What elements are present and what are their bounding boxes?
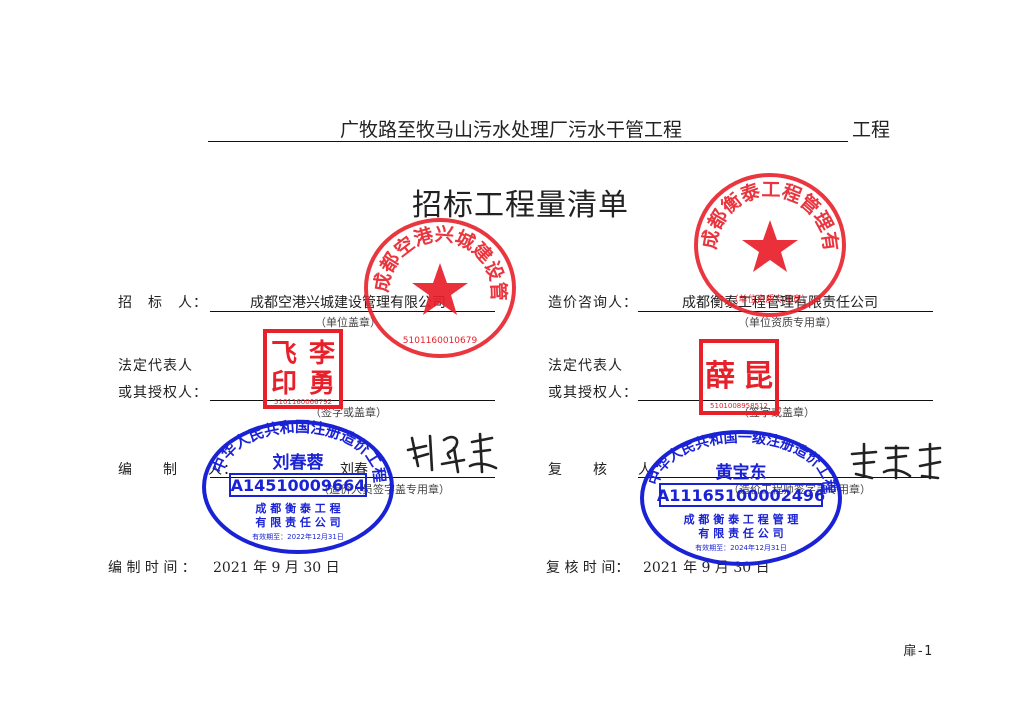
consultant-label: 造价咨询人： [548, 295, 638, 311]
page-number: 扉-1 [903, 644, 932, 659]
legal-rep-label-right-1: 法定代表人 [548, 358, 623, 374]
reviewer-seal-unit-1: 成 都 衡 泰 工 程 管 理 [684, 512, 799, 526]
compiler-seal-valid: 有效期至：2022年12月31日 [252, 532, 344, 541]
legal-rep-label-left-1: 法定代表人 [118, 358, 193, 374]
legal-rep-name-seal-left: 飞 李 印 勇 5101160066792 [263, 329, 343, 409]
compile-date-label: 编 制 时 间 ： [108, 560, 196, 576]
reviewer-note: （造价工程师签字盖专用章） [728, 483, 871, 496]
name-seal-code: 5101160066792 [274, 398, 332, 406]
legal-rep-label-right-2: 或其授权人： [548, 385, 638, 401]
compiler-note: （造价人员签字盖专用章） [318, 483, 450, 496]
reviewer-cost-engineer-seal: 中华人民共和国一级注册造价工程师 黄宝东 A11165100002496 成 都… [631, 415, 842, 566]
project-underline [208, 141, 848, 142]
name-seal-code: 5101008958512 [710, 402, 768, 410]
name-seal-char: 印 [271, 369, 297, 399]
compiler-seal-reg: A14510009664 [231, 476, 366, 495]
name-seal-char: 薛 [705, 359, 735, 394]
consultant-seal-note: （单位资质专用章） [729, 293, 810, 305]
review-date-label: 复 核 时 间： [546, 560, 630, 576]
compiler-seal-unit-2: 有 限 责 任 公 司 [255, 515, 340, 529]
compiler-line [210, 477, 495, 478]
reviewer-line [638, 477, 933, 478]
legal-rep-line-left [210, 400, 495, 401]
consultant-note: （单位资质专用章） [738, 316, 837, 329]
legal-rep-note-left: （签字或盖章） [310, 406, 387, 419]
star-icon [742, 220, 798, 272]
reviewer-seal-name: 黄宝东 [716, 462, 767, 483]
consultant-value: 成都衡泰工程管理有限责任公司 [682, 295, 878, 311]
document-title: 招标工程量清单 [412, 188, 629, 223]
name-seal-char: 昆 [743, 359, 773, 394]
name-seal-char: 李 [308, 339, 336, 369]
svg-text:成都衡泰工程管理有限责任公司: 成都衡泰工程管理有限责任公司 [679, 152, 842, 252]
project-name: 广牧路至牧马山污水处理厂污水干管工程 [340, 119, 683, 141]
legal-rep-name-seal-right: 薛 昆 5101008958512 [699, 339, 779, 415]
tenderer-label: 招 标 人： [118, 295, 208, 311]
consultant-seal: 成都衡泰工程管理有限责任公司 （单位资质专用章） [679, 152, 846, 317]
tenderer-seal-code: 5101160010679 [403, 336, 478, 346]
consultant-line [638, 311, 933, 312]
reviewer-seal-reg: A11165100002496 [657, 486, 825, 505]
project-suffix: 工程 [852, 119, 891, 141]
tenderer-seal: 成都空港兴城建设管理有限公司 5101160010679 [350, 197, 516, 358]
tenderer-note: （单位盖章） [315, 316, 381, 329]
tenderer-line [210, 311, 495, 312]
reviewer-seal-valid: 有效期至：2024年12月31日 [695, 543, 787, 552]
star-icon [412, 263, 468, 315]
name-seal-char: 飞 [271, 339, 297, 369]
compiler-signature [406, 432, 498, 474]
compile-date-value: 2021 年 9 月 30 日 [213, 560, 340, 576]
name-seal-char: 勇 [309, 369, 335, 399]
reviewer-seal-unit-2: 有 限 责 任 公 司 [698, 526, 783, 540]
compiler-seal-name: 刘春蓉 [273, 452, 324, 473]
compiler-seal-unit-1: 成 都 衡 泰 工 程 [255, 501, 340, 515]
compiler-cost-engineer-seal: 中华人民共和国注册造价工程师 刘春蓉 A14510009664 成 都 衡 泰 … [192, 404, 394, 554]
reviewer-label: 复 核 人： [548, 462, 668, 478]
consultant-seal-ring-text: 成都衡泰工程管理有限责任公司 [679, 152, 842, 252]
reviewer-signature [850, 442, 942, 480]
legal-rep-label-left-2: 或其授权人： [118, 385, 208, 401]
legal-rep-line-right [638, 400, 933, 401]
tenderer-value: 成都空港兴城建设管理有限公司 [250, 295, 446, 311]
